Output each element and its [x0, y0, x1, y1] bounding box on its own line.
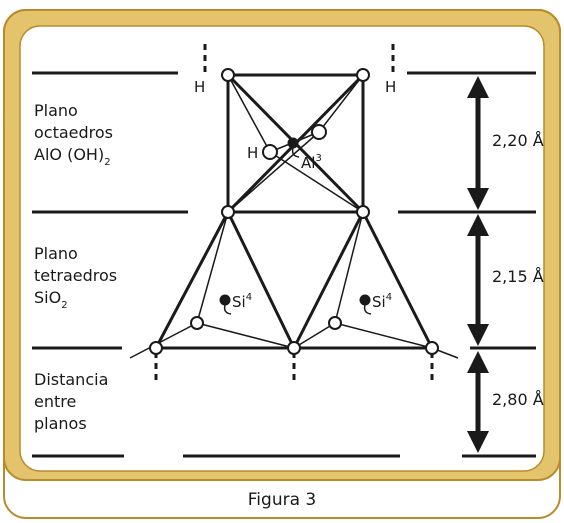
h-label-left: H [194, 78, 205, 96]
svg-text:planos: planos [34, 414, 87, 433]
oxygen-atom [190, 316, 204, 330]
plane-lines [32, 71, 536, 458]
si-label-right: Si4 [372, 292, 392, 311]
octahedral-thin-bonds [227, 74, 364, 213]
arrow-head-2-20-down [467, 188, 489, 210]
oxygen-atom [149, 341, 163, 355]
oxygen-atom [311, 124, 327, 140]
h-label-center: H [247, 144, 258, 162]
arrow-head-2-80-up [467, 351, 489, 373]
oxygen-atom [425, 341, 439, 355]
diagram-panel [19, 25, 545, 472]
svg-text:tetraedros: tetraedros [34, 266, 117, 285]
arrow-head-2-20-up [467, 76, 489, 98]
oxygen-atom [356, 205, 370, 219]
svg-text:Distancia: Distancia [34, 370, 108, 389]
al-label: Al3 [301, 153, 322, 172]
oxygen-atom [221, 68, 235, 82]
aluminum-atom [287, 137, 299, 149]
arrow-head-2-80-down [467, 431, 489, 453]
oxygen-atoms [149, 68, 439, 355]
svg-text:Plano: Plano [34, 244, 78, 263]
cation-atoms [219, 137, 372, 315]
oxygen-atom [328, 316, 342, 330]
svg-text:AlO (OH)2: AlO (OH)2 [34, 145, 111, 168]
tetrahedral-thin-bonds [129, 211, 459, 359]
arrow-head-2-15-down [467, 324, 489, 346]
distance-label-2-80: 2,80 Å [492, 390, 544, 409]
figure-caption: Figura 3 [247, 490, 317, 510]
oxygen-atom [221, 205, 235, 219]
region-label-distancia: Distancia entre planos [34, 370, 108, 433]
h-label-right: H [385, 78, 396, 96]
svg-text:Plano: Plano [34, 101, 78, 120]
hydroxyl-atom [262, 144, 278, 160]
bond-stubs [154, 44, 434, 380]
si-label-left: Si4 [232, 292, 252, 311]
distance-arrows [467, 76, 489, 453]
region-label-octaedros: Plano octaedros AlO (OH)2 [34, 101, 113, 168]
silicon-atom-left [219, 294, 231, 306]
distance-label-2-20: 2,20 Å [492, 131, 544, 150]
distance-label-2-15: 2,15 Å [492, 267, 544, 286]
region-label-tetraedros: Plano tetraedros SiO2 [34, 244, 117, 311]
arrow-head-2-15-up [467, 214, 489, 236]
svg-text:SiO2: SiO2 [34, 288, 68, 311]
oxygen-atom [356, 68, 370, 82]
silicon-atom-right [359, 294, 371, 306]
svg-text:octaedros: octaedros [34, 123, 113, 142]
oxygen-atom [287, 341, 301, 355]
svg-text:entre: entre [34, 392, 76, 411]
